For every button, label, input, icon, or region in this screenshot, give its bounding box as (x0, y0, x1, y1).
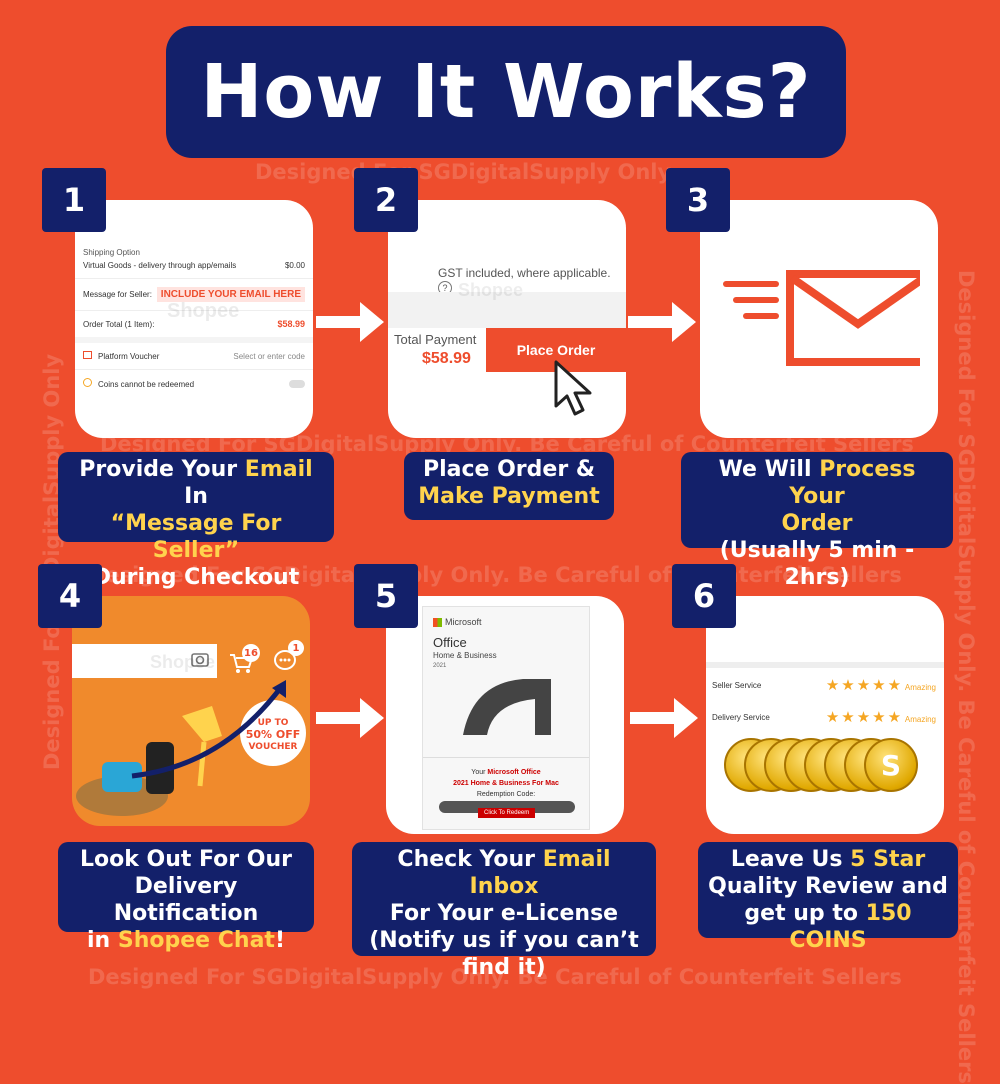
watermark: Shopee (458, 280, 524, 300)
chat-badge: 1 (288, 640, 304, 656)
redemption-code-field (439, 801, 575, 813)
camera-icon (191, 653, 209, 667)
watermark-vertical: Designed For SGDigitalSupply Only. Be Ca… (954, 270, 978, 1084)
envelope-icon (723, 270, 920, 366)
microsoft-icon (433, 618, 442, 628)
step-6-caption: Leave Us 5 Star Quality Review and get u… (698, 842, 958, 953)
step-1-card: Shipping Option Virtual Goods - delivery… (75, 200, 313, 438)
seller-rating-row: Seller Service ★★★★★ Amazing (712, 677, 936, 694)
chat-icon[interactable] (272, 648, 300, 674)
watermark: Designed For SGDigitalSupply Only. Be Ca… (88, 965, 902, 989)
step-1-caption: Provide Your Email In “Message For Selle… (58, 452, 334, 590)
shipping-label: Shipping Option (83, 248, 140, 257)
step-2-caption: Place Order & Make Payment (404, 452, 614, 520)
coin-icon (83, 378, 92, 387)
order-total-label: Order Total (1 Item): (83, 319, 155, 329)
watermark: Shopee (167, 300, 240, 322)
star-rating: ★★★★★ (825, 677, 904, 694)
step-5-card: Microsoft Office Home & Business 2021 Yo… (386, 596, 624, 834)
step-6-card: Seller Service ★★★★★ Amazing Delivery Se… (706, 596, 944, 834)
watermark-vertical: Designed For SGDigitalSupply Only (40, 353, 64, 770)
coin-icon: S (864, 738, 918, 792)
step-1-number: 1 (42, 168, 106, 232)
coins-label: Coins cannot be redeemed (98, 380, 195, 389)
voucher-icon (83, 351, 92, 359)
step-5-caption: Check Your Email Inbox For Your e-Licens… (352, 842, 656, 980)
product-illustration (76, 680, 286, 816)
step-5-number: 5 (354, 564, 418, 628)
star-rating: ★★★★★ (825, 709, 904, 726)
delivery-rating-row: Delivery Service ★★★★★ Amazing (712, 709, 936, 726)
message-field[interactable]: INCLUDE YOUR EMAIL HERE (156, 287, 305, 302)
shipping-value: Virtual Goods - delivery through app/ema… (83, 261, 237, 270)
office-edition: Home & Business (433, 651, 497, 660)
arrow-right-icon (316, 698, 384, 738)
message-label: Message for Seller: (83, 290, 152, 299)
step-2-number: 2 (354, 168, 418, 232)
watermark: Shopee (150, 652, 216, 672)
total-payment-label: Total Payment (394, 332, 477, 347)
arrow-right-icon (628, 302, 696, 342)
office-logo-icon (463, 679, 551, 735)
arrow-right-icon (316, 302, 384, 342)
cursor-icon (554, 360, 592, 416)
microsoft-logo: Microsoft (433, 617, 482, 628)
voucher-select[interactable]: Select or enter code (233, 351, 305, 361)
step-3-caption: We Will Process Your Order (Usually 5 mi… (681, 452, 953, 590)
step-2-card: GST included, where applicable. ? Total … (388, 200, 626, 438)
watermark: Designed For SGDigitalSupply Only. Be Ca… (88, 563, 902, 587)
step-4-number: 4 (38, 564, 102, 628)
total-payment-value: $58.99 (422, 350, 471, 367)
step-4-caption: Look Out For Our Delivery Notification i… (58, 842, 314, 953)
order-total-value: $58.99 (277, 319, 305, 329)
page-title: How It Works? (166, 26, 846, 158)
cart-badge: 16 (242, 644, 260, 662)
arrow-right-icon (630, 698, 698, 738)
step-3-number: 3 (666, 168, 730, 232)
voucher-label: Platform Voucher (98, 352, 160, 361)
coins-toggle[interactable] (289, 379, 305, 388)
step-3-card (700, 200, 938, 438)
office-year: 2021 (433, 663, 447, 669)
coins-stack: S (724, 734, 934, 794)
watermark: Designed For SGDigitalSupply Only (255, 160, 672, 184)
step-6-number: 6 (672, 564, 736, 628)
shipping-price: $0.00 (284, 261, 305, 270)
redeem-button[interactable]: Click To Redeem (478, 808, 536, 818)
email-body: Your Microsoft Office 2021 Home & Busine… (453, 769, 559, 798)
office-title: Office (433, 635, 467, 650)
